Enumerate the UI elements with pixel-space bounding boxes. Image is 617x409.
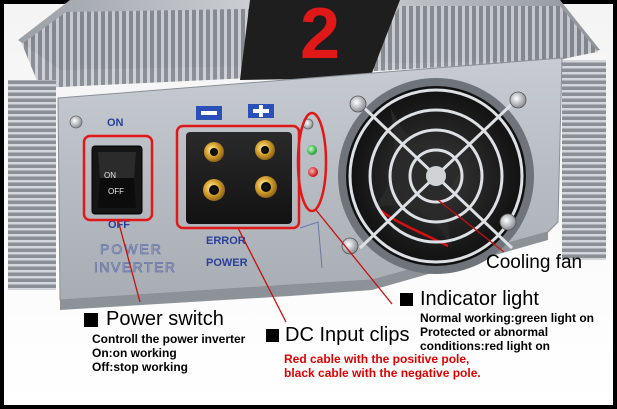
power-switch-callout: Power switch Controll the power inverter… — [84, 308, 245, 374]
power-switch-line-2: On:on working — [92, 346, 177, 360]
silk-inverter: INVERTER — [94, 259, 177, 275]
silk-error: ERROR — [206, 235, 246, 247]
fan-screw — [499, 213, 517, 231]
dc-input-callout: DC Input clips Red cable with the positi… — [266, 324, 481, 380]
led-green — [307, 145, 317, 155]
left-fins — [8, 80, 56, 290]
cooling-fan-label: Cooling fan — [486, 252, 582, 274]
dc-terminal-block — [186, 132, 292, 224]
indicator-highlight — [296, 111, 328, 213]
indicator-light-heading: Indicator light — [400, 288, 594, 310]
indicator-light-title: Indicator light — [420, 288, 539, 310]
cooling-fan — [338, 78, 534, 274]
panel-screw — [69, 115, 83, 129]
rocker-switch: ON OFF — [91, 145, 143, 215]
cooling-fan-text: Cooling fan — [486, 252, 583, 273]
dc-input-line-1: Red cable with the positive pole, — [284, 352, 470, 366]
front-panel-bottom-edge — [60, 232, 548, 310]
indicator-light-line-2: Protected or abnormal — [420, 325, 549, 339]
leader-dc-input — [237, 227, 287, 323]
fan-screw — [341, 237, 359, 255]
indicator-light-line-3: conditions:red light on — [420, 339, 550, 353]
polarity-labels — [196, 104, 274, 120]
power-switch-title: Power switch — [106, 308, 224, 330]
led-red — [308, 167, 318, 177]
switch-on-text: ON — [104, 171, 116, 180]
bullet-square-icon — [266, 329, 279, 343]
power-switch-line-3: Off:stop working — [92, 360, 188, 374]
power-switch-heading: Power switch — [84, 308, 245, 330]
silk-on-label: ON — [107, 117, 124, 129]
fan-screw — [509, 91, 527, 109]
dc-input-line-2: black cable with the negative pole. — [284, 366, 481, 380]
brand-digit: 2 — [300, 0, 340, 74]
silk-power: POWER — [100, 241, 163, 257]
led-bracket — [299, 221, 323, 269]
indicator-light-line-1: Normal working:green light on — [420, 311, 595, 325]
inverter-top: 2 — [18, 0, 600, 88]
dc-input-title: DC Input clips — [285, 324, 410, 346]
bullet-square-icon — [400, 293, 413, 307]
dc-input-heading: DC Input clips — [266, 324, 481, 346]
indicator-light-callout: Indicator light Normal working:green lig… — [400, 288, 594, 353]
leader-lines — [117, 199, 505, 323]
fan-screw — [349, 95, 367, 113]
switch-off-text: OFF — [108, 187, 124, 196]
bullet-square-icon — [84, 312, 98, 327]
leader-power-switch — [117, 219, 141, 303]
leader-cooling-fan — [437, 199, 505, 253]
right-fins — [562, 60, 606, 260]
leader-indicator — [315, 209, 393, 305]
silk-power-indicator: POWER — [206, 257, 248, 269]
power-switch-line-1: Controll the power inverter — [92, 332, 246, 346]
